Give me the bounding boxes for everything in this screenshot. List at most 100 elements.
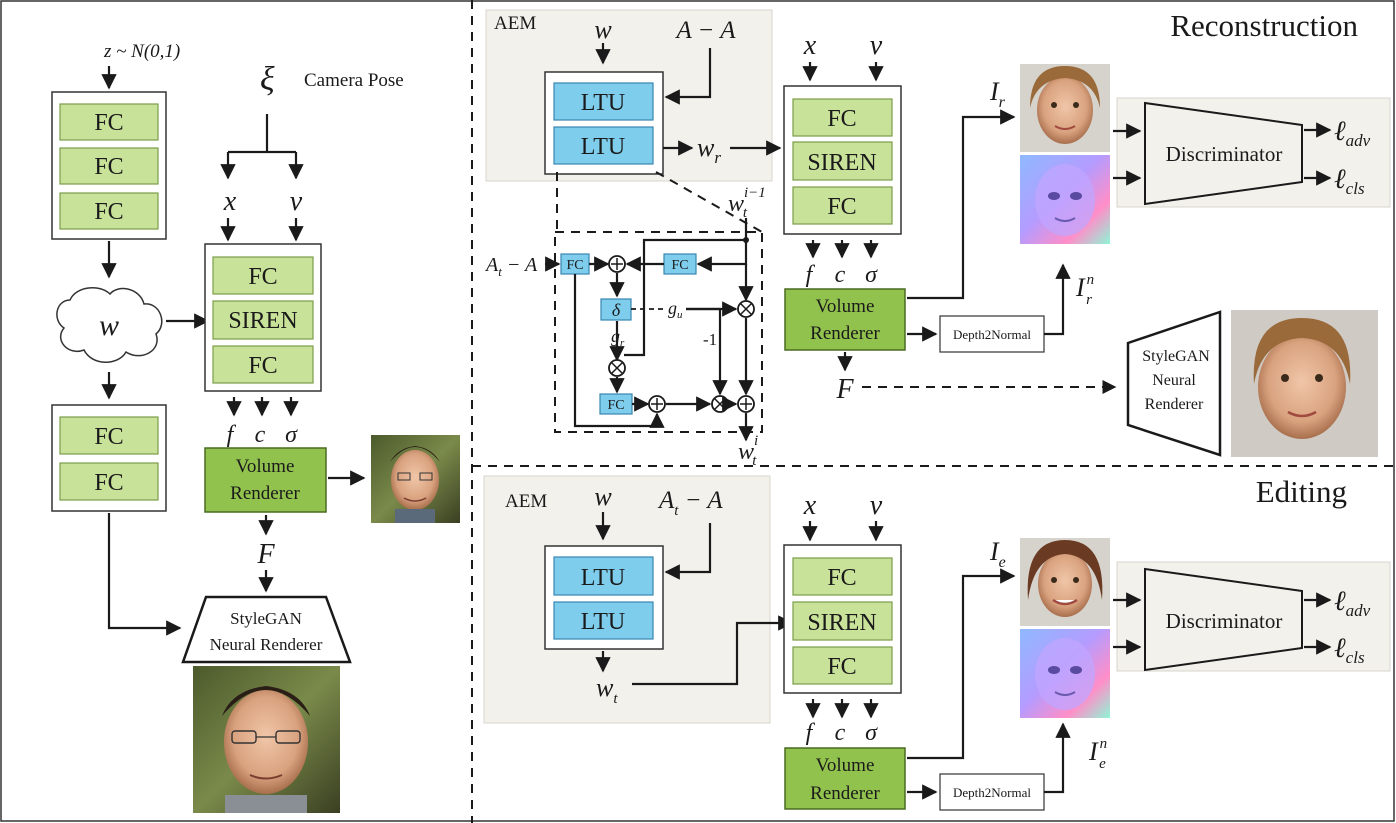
stylegan-label: StyleGAN — [1142, 348, 1210, 365]
v-label: v — [870, 490, 883, 521]
at-minus-a-label: At − A — [484, 254, 538, 279]
fc-label: FC — [248, 264, 277, 290]
fc-label: FC — [607, 398, 624, 413]
volume-label: Volume — [816, 755, 875, 776]
at-minus-a-label: At − A — [657, 487, 723, 519]
ltu-label: LTU — [581, 609, 625, 635]
fc-label: FC — [94, 470, 123, 496]
wt-label: wt — [596, 673, 618, 707]
l-adv-label: ℓadv — [1334, 586, 1371, 620]
depth2normal-box — [939, 773, 1045, 811]
x-label: x — [223, 186, 237, 217]
volume-renderer-box — [784, 747, 906, 810]
F-label: F — [256, 539, 275, 570]
fc-label: FC — [94, 154, 123, 180]
depth2normal-box — [939, 315, 1045, 353]
fc-label: FC — [566, 258, 583, 273]
discriminator-label: Discriminator — [1166, 142, 1283, 166]
renderer-label: Renderer — [810, 783, 880, 804]
face-image-large — [193, 666, 340, 813]
fc-label: FC — [827, 194, 856, 220]
volume-label: Volume — [816, 296, 875, 317]
xi-label: ξ — [260, 61, 275, 98]
siren-label: SIREN — [807, 150, 876, 176]
aem-label: AEM — [494, 13, 536, 34]
l-cls-label: ℓcls — [1334, 633, 1365, 667]
editing-title: Editing — [1256, 474, 1347, 509]
Ie-label: Ie — [989, 537, 1006, 571]
volume-label: Volume — [236, 456, 295, 477]
depth2normal-label: Depth2Normal — [953, 785, 1031, 800]
volume-renderer-box — [784, 288, 906, 351]
normal-map-edit — [1020, 629, 1110, 718]
sigma-label: σ — [865, 262, 878, 288]
fc-label: FC — [94, 199, 123, 225]
F-label: F — [835, 374, 854, 405]
siren-label: SIREN — [228, 308, 297, 334]
fc-label: FC — [671, 258, 688, 273]
camera-pose-label: Camera Pose — [304, 70, 404, 91]
sigma-label: σ — [865, 720, 878, 746]
stylegan-label: StyleGAN — [230, 609, 302, 628]
w-cloud — [56, 287, 163, 363]
left-generator: z ~ N(0,1) FC FC FC w FC FC ξ Camera Pos… — [51, 41, 460, 813]
sigma-label: σ — [285, 422, 298, 448]
l-cls-label: ℓcls — [1334, 164, 1365, 198]
gu-label: gu — [668, 298, 683, 321]
discriminator-shape — [1144, 101, 1303, 206]
fc-label: FC — [248, 353, 277, 379]
fc-label: FC — [827, 654, 856, 680]
face-image-recon — [1020, 64, 1110, 152]
fc-label: FC — [94, 110, 123, 136]
face-image-edit — [1020, 538, 1110, 626]
v-label: v — [870, 30, 883, 61]
f-label: f — [806, 720, 816, 746]
w-label: w — [99, 309, 119, 342]
discriminator-label: Discriminator — [1166, 609, 1283, 633]
f-label: f — [806, 262, 816, 288]
w-label: w — [594, 15, 612, 44]
fc-label: FC — [827, 565, 856, 591]
neural-label: Neural — [1152, 372, 1196, 389]
aem-label: AEM — [505, 491, 547, 512]
c-label: c — [835, 720, 846, 746]
renderer-label: Renderer — [1145, 396, 1204, 413]
renderer-label: Renderer — [230, 483, 300, 504]
stylegan-renderer-shape — [181, 595, 352, 664]
minus-one-label: -1 — [703, 330, 717, 349]
fc-label: FC — [94, 424, 123, 450]
reconstruction-title: Reconstruction — [1170, 8, 1358, 43]
ltu-detail-frame — [554, 231, 763, 433]
normal-map-recon — [1020, 155, 1110, 244]
editing-section: Editing AEM w At − A LTU LTU wt x v FC S… — [483, 474, 1391, 811]
stylegan-renderer-shape — [1126, 310, 1222, 457]
discriminator-shape — [1144, 567, 1303, 672]
reconstruction-section: Reconstruction AEM w A − A LTU LTU wr x … — [485, 8, 1391, 457]
volume-renderer-box — [204, 447, 327, 513]
f-label: f — [227, 422, 237, 448]
l-adv-label: ℓadv — [1334, 116, 1371, 150]
Ir-label: Ir — [989, 77, 1006, 111]
c-label: c — [255, 422, 266, 448]
x-label: x — [803, 490, 817, 521]
c-label: c — [835, 262, 846, 288]
face-image-small — [371, 435, 460, 523]
wr-label: wr — [697, 133, 721, 167]
ltu-label: LTU — [581, 565, 625, 591]
a-minus-a-label: A − A — [674, 17, 736, 44]
x-label: x — [803, 30, 817, 61]
w-label: w — [594, 482, 612, 511]
fc-label: FC — [827, 106, 856, 132]
ltu-label: LTU — [581, 90, 625, 116]
neural-renderer-label: Neural Renderer — [210, 635, 323, 654]
delta-label: δ — [612, 300, 621, 320]
ltu-label: LTU — [581, 134, 625, 160]
renderer-label: Renderer — [810, 323, 880, 344]
